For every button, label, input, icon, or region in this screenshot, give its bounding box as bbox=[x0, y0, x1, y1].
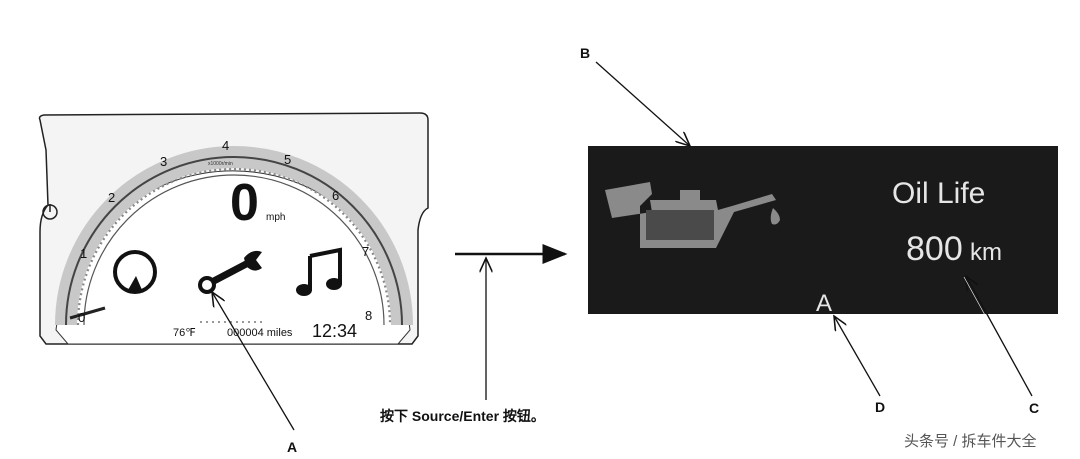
tach-tick-label: 8 bbox=[365, 308, 372, 323]
outside-temp: 76℉ bbox=[173, 327, 196, 339]
tach-needle bbox=[69, 306, 106, 320]
callout-b-label: B bbox=[580, 45, 590, 61]
speed-value: 0 bbox=[230, 174, 259, 232]
gauge-icon bbox=[113, 250, 157, 294]
oil-life-title: Oil Life bbox=[892, 177, 985, 210]
wrench-icon bbox=[198, 250, 262, 294]
callout-c-label: C bbox=[1029, 400, 1039, 416]
power-icon bbox=[42, 204, 58, 220]
instruction-text: 按下 Source/Enter 按钮。 bbox=[380, 408, 545, 424]
music-note-icon bbox=[296, 247, 342, 296]
tach-arc-inner bbox=[83, 174, 385, 326]
callout-a-label: A bbox=[287, 439, 297, 455]
speed-unit: mph bbox=[266, 212, 285, 223]
oil-life-screen: Oil Life 800 km A bbox=[588, 146, 1058, 317]
oil-life-value: 800 bbox=[906, 230, 963, 268]
clock: 12:34 bbox=[312, 321, 357, 341]
tach-tick-label: 4 bbox=[222, 138, 229, 153]
tach-tick-label: 1 bbox=[80, 246, 87, 261]
callout-d-label: D bbox=[875, 399, 885, 415]
callout-c-line bbox=[966, 276, 1033, 397]
rpm-label: x1000r/min bbox=[208, 161, 233, 167]
tach-tick-label: 3 bbox=[160, 154, 167, 169]
callout-a-line bbox=[212, 292, 295, 431]
callout-d-line bbox=[834, 316, 881, 397]
callout-b-line bbox=[595, 61, 690, 146]
instrument-cluster: 0 1 2 3 4 5 6 7 8 x1000r/min 0 mph bbox=[38, 112, 429, 345]
maintenance-code: A bbox=[816, 290, 832, 317]
tach-tick-label: 7 bbox=[362, 244, 369, 259]
oil-can-icon bbox=[605, 182, 780, 248]
tach-tick-label: 5 bbox=[284, 152, 291, 167]
tach-tick-label: 0 bbox=[78, 310, 85, 325]
watermark: 头条号 / 拆车件大全 bbox=[904, 432, 1037, 450]
oil-life-unit: km bbox=[970, 239, 1002, 266]
odometer: 000004 miles bbox=[227, 327, 293, 339]
tach-arc-dots bbox=[76, 167, 392, 326]
callout-c-line-inner bbox=[963, 276, 1031, 398]
tach-arc-line bbox=[65, 156, 403, 326]
tach-tick-label: 2 bbox=[108, 190, 115, 205]
tach-tick-label: 6 bbox=[332, 188, 339, 203]
